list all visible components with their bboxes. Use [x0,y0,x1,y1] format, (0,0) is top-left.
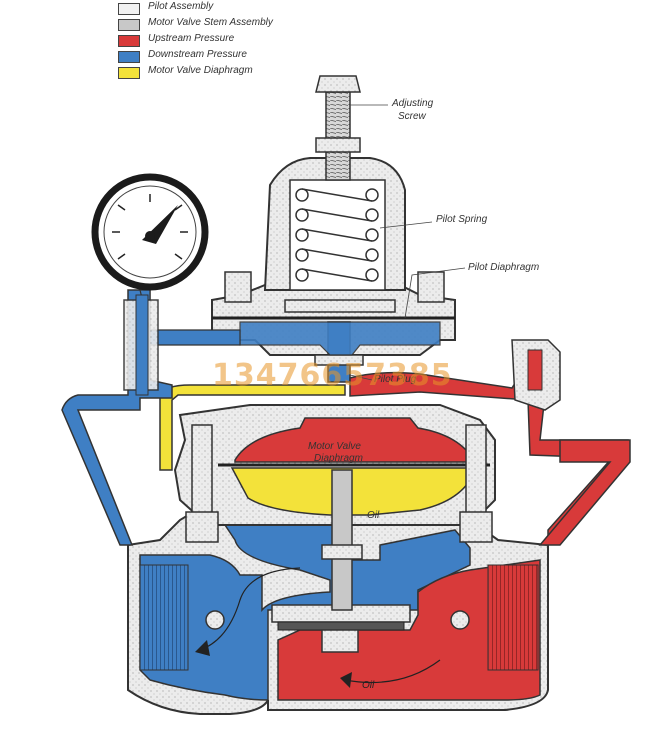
upstream-pipe-right [538,439,631,546]
pilot-spring-coil [295,208,309,222]
pilot-spring-coil [365,188,379,202]
adjusting-screw-head [315,75,361,93]
downstream-chamber [139,524,471,701]
pilot-bolt-right [417,271,445,303]
flow-arrowhead-bottom [340,672,352,688]
lock-nut [315,137,361,153]
pilot-diaphragm-plate [284,299,396,313]
pilot-spring-coil [365,228,379,242]
body-pin-left [205,610,225,630]
gauge-fitting-port [135,294,149,396]
pilot-spring-coil [295,248,309,262]
pilot-spring-coil [365,268,379,282]
gauge-hub [145,231,155,241]
upstream-chamber [277,559,541,701]
callout-motor-valve-diaphragm-line2: Diaphragm [314,453,363,464]
callout-oil-upper: Oil [367,510,380,521]
inlet-screen [487,564,539,671]
pilot-spring-coil [365,248,379,262]
legend-label: Motor Valve Diaphragm [148,65,253,76]
pilot-spring-coil [365,208,379,222]
flow-arrow-bottom [344,659,441,684]
pilot-downstream-cavity [239,321,441,356]
watermark-text: 13476657385 [212,358,453,393]
bolt-right [465,424,487,521]
callout-adjusting-screw-line2: Screw [398,111,426,122]
gauge-tick [174,204,183,211]
gauge-tick [174,253,183,260]
callout-pilot-diaphragm: Pilot Diaphragm [468,262,540,273]
callout-pilot-spring: Pilot Spring [436,214,488,225]
leader-pilot-diaphragm [404,267,466,319]
upstream-fitting-port [527,349,543,391]
legend-swatch [118,35,140,47]
body-pin-right [450,610,470,630]
leader-pilot-plug [349,374,373,381]
pilot-spring-wire [301,208,373,222]
stem-guide [321,544,363,560]
callout-leaders [349,104,466,381]
pilot-spring-coil [295,188,309,202]
flow-arrowhead-left [195,640,210,656]
bolt-right-head [459,511,493,543]
legend-swatch [118,19,140,31]
pilot-bolt-left [224,271,252,303]
callout-adjusting-screw-line1: Adjusting [392,98,434,109]
leader-pilot-spring [379,221,433,229]
gauge-ticks [112,194,188,260]
bolt-left-head [185,511,219,543]
callout-oil-lower: Oil [362,680,375,691]
valve-nut [321,629,359,653]
callout-motor-valve-diaphragm-line1: Motor Valve [308,441,361,452]
pilot-spring [295,188,379,282]
pilot-spring-coil [295,268,309,282]
gauge-tick [117,253,126,260]
pilot-spring-wire [301,228,373,242]
legend-label: Motor Valve Stem Assembly [148,17,273,28]
main-valve-disc [271,604,411,623]
adjusting-screw [325,91,351,181]
legend-label: Pilot Assembly [148,1,214,12]
motor-valve-stem [331,469,353,611]
legend-swatch [118,3,140,15]
pilot-spring-wire [301,268,373,282]
pilot-spring-wire [301,248,373,262]
legend-swatch [118,51,140,63]
legend-label: Upstream Pressure [148,33,235,44]
outlet-screen [139,564,189,671]
main-valve-seat [277,621,405,631]
legend-label: Downstream Pressure [148,49,247,60]
bolt-left [191,424,213,521]
pilot-spring-coil [295,228,309,242]
legend-swatch [118,67,140,79]
gauge-tick [117,204,126,211]
pilot-spring-wire [301,188,373,202]
callout-pilot-plug: Pilot Plug [374,374,417,385]
flow-arrow-left [199,567,301,651]
